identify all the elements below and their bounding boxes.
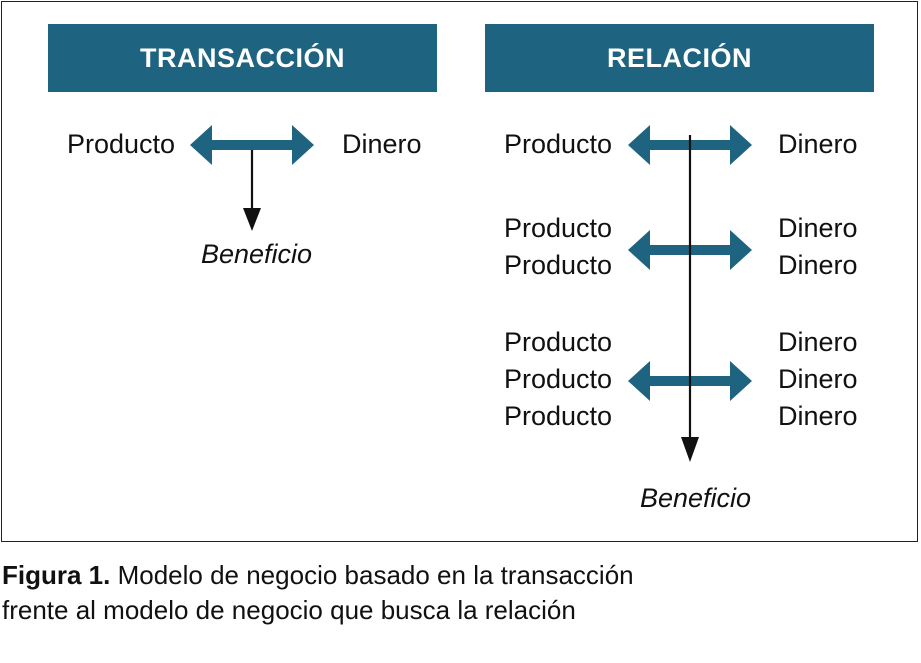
relationship-money-label: Dinero (778, 364, 858, 394)
relationship-money-label: Dinero (778, 401, 858, 431)
transaction-benefit-arrow-icon (243, 150, 261, 231)
transaction-benefit-label: Beneficio (201, 239, 313, 269)
relationship-product-label: Producto (504, 401, 613, 431)
relationship-product-label: Producto (504, 364, 613, 394)
caption-text: Modelo de negocio basado en la transacci… (110, 560, 634, 590)
transaction-money-label: Dinero (342, 129, 422, 159)
relationship-product-label: Producto (504, 129, 613, 159)
relationship-money-label: Dinero (778, 213, 858, 243)
diagram-frame (1, 1, 918, 542)
relationship-product-label: Producto (504, 213, 613, 243)
transaction-exchange-arrow-icon (190, 125, 314, 165)
relationship-product-label: Producto (504, 250, 613, 280)
relationship-money-label: Dinero (778, 250, 858, 280)
relationship-header: RELACIÓN (485, 24, 874, 92)
relationship-benefit-arrow-icon (681, 135, 699, 462)
relationship-money-label: Dinero (778, 129, 858, 159)
caption-text-line2: frente al modelo de negocio que busca la… (2, 595, 576, 625)
relationship-product-label: Producto (504, 327, 613, 357)
caption-label: Figura 1. (2, 560, 111, 590)
transaction-product-label: Producto (67, 129, 176, 159)
relationship-money-label: Dinero (778, 327, 858, 357)
transaction-header: TRANSACCIÓN (48, 24, 437, 92)
relationship-benefit-label: Beneficio (640, 483, 752, 513)
figure-caption: Figura 1. Modelo de negocio basado en la… (2, 558, 634, 628)
